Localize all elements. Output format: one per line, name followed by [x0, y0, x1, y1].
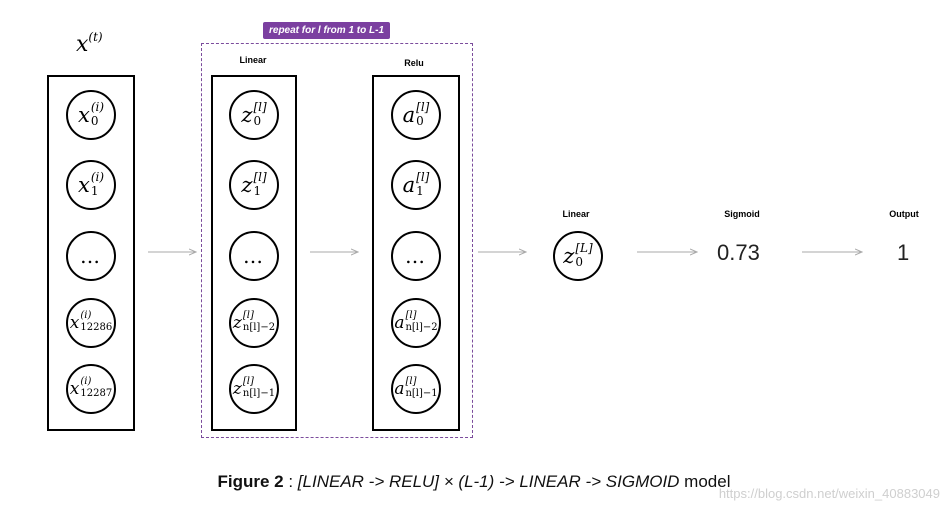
- caption-sep: :: [283, 472, 298, 491]
- output-node-base: z: [563, 243, 575, 268]
- caption-formula: [LINEAR -> RELU] × (L-1) -> LINEAR -> SI…: [297, 472, 680, 491]
- node-symbol: x: [69, 312, 80, 333]
- figure-caption: Figure 2 : [LINEAR -> RELU] × (L-1) -> L…: [0, 472, 948, 492]
- relu-label: Relu: [404, 58, 424, 68]
- linear-node: z[l]1: [229, 160, 279, 210]
- node-superscript: [l]: [416, 170, 430, 184]
- node-subscript: 0: [90, 114, 99, 128]
- ellipsis-glyph: …: [80, 244, 102, 268]
- node-subscript: 1: [253, 184, 262, 198]
- linear-node: z[l]0: [229, 90, 279, 140]
- node-symbol: z: [241, 172, 253, 197]
- node-symbol: x: [77, 102, 90, 127]
- repeat-region: [201, 43, 473, 438]
- node-symbol: x: [69, 378, 80, 399]
- linear-node: z[l]n[l]−2: [229, 298, 279, 348]
- node-superscript: [l]: [405, 310, 417, 321]
- input-node: …: [66, 231, 116, 281]
- input-label: x(t): [76, 30, 103, 57]
- node-symbol: a: [402, 172, 416, 197]
- node-superscript: [l]: [242, 310, 254, 321]
- input-label-sup: (t): [88, 30, 103, 44]
- input-node: x(i)12286: [66, 298, 116, 348]
- node-superscript: (i): [90, 170, 105, 184]
- node-symbol: a: [394, 378, 405, 399]
- ellipsis-glyph: …: [405, 244, 427, 268]
- output-linear-node: z [L] 0: [553, 231, 603, 281]
- input-node: x(i)12287: [66, 364, 116, 414]
- linear-node: z[l]n[l]−1: [229, 364, 279, 414]
- relu-node: a[l]n[l]−1: [391, 364, 441, 414]
- node-superscript: [l]: [242, 376, 254, 387]
- node-subscript: 0: [416, 114, 424, 128]
- relu-node: a[l]1: [391, 160, 441, 210]
- node-superscript: [l]: [253, 100, 267, 114]
- node-symbol: a: [394, 312, 405, 333]
- node-subscript: n[l]−1: [242, 388, 276, 399]
- caption-figure: Figure 2: [217, 472, 284, 491]
- node-superscript: [l]: [253, 170, 267, 184]
- caption-suffix: model: [679, 472, 731, 491]
- node-superscript: (i): [90, 100, 105, 114]
- output-node-sub: 0: [575, 255, 583, 269]
- node-subscript: n[l]−1: [405, 388, 438, 399]
- node-subscript: 0: [253, 114, 262, 128]
- repeat-badge: repeat for l from 1 to L-1: [263, 22, 391, 39]
- watermark: https://blog.csdn.net/weixin_40883049: [718, 486, 940, 501]
- node-symbol: z: [232, 312, 242, 333]
- linear-label: Linear: [239, 55, 267, 65]
- linear-node: …: [229, 231, 279, 281]
- sigmoid-label: Sigmoid: [724, 209, 760, 219]
- node-symbol: a: [402, 102, 416, 127]
- node-subscript: n[l]−2: [405, 322, 438, 333]
- node-superscript: (i): [80, 376, 92, 387]
- node-symbol: z: [232, 378, 242, 399]
- node-subscript: 12286: [80, 322, 113, 333]
- node-subscript: 12287: [80, 388, 113, 399]
- ellipsis-glyph: …: [243, 244, 265, 268]
- linear-out-label: Linear: [562, 209, 590, 219]
- input-node: x(i)0: [66, 90, 116, 140]
- output-node-sup: [L]: [575, 241, 593, 255]
- node-symbol: x: [77, 172, 90, 197]
- node-subscript: 1: [416, 184, 424, 198]
- node-superscript: [l]: [416, 100, 430, 114]
- node-subscript: n[l]−2: [242, 322, 276, 333]
- input-label-base: x: [76, 32, 89, 57]
- node-subscript: 1: [90, 184, 99, 198]
- relu-node: a[l]0: [391, 90, 441, 140]
- output-label: Output: [889, 209, 919, 219]
- node-superscript: (i): [80, 310, 92, 321]
- node-symbol: z: [241, 102, 253, 127]
- relu-node: a[l]n[l]−2: [391, 298, 441, 348]
- output-value: 1: [897, 240, 910, 265]
- node-superscript: [l]: [405, 376, 417, 387]
- sigmoid-value: 0.73: [717, 240, 760, 265]
- input-node: x(i)1: [66, 160, 116, 210]
- relu-node: …: [391, 231, 441, 281]
